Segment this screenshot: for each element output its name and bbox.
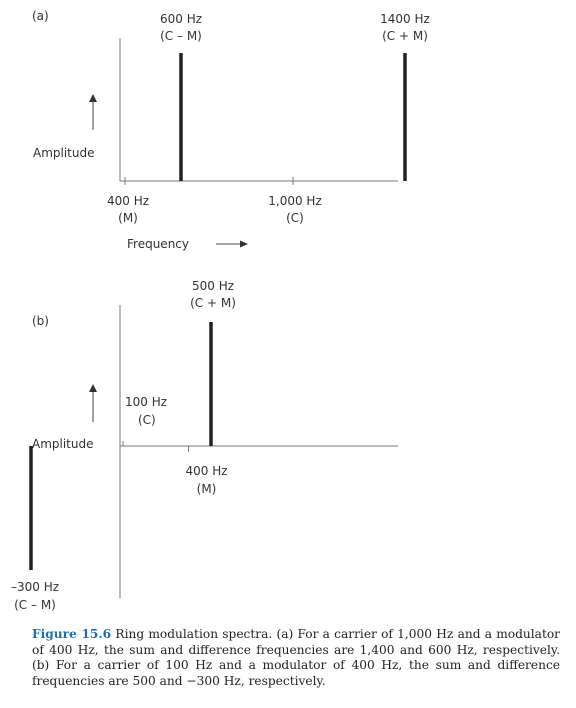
panel-b-tick-label: 100 Hz [125, 395, 167, 409]
panel-b-bar-sublabel: (C + M) [190, 296, 236, 310]
panel-a-bar-sublabel: (C + M) [382, 29, 428, 43]
panel-a-tick-sublabel: (C) [286, 211, 304, 225]
panel-b-y-arrow [89, 384, 97, 422]
panel-a-tick-label: 400 Hz [107, 194, 149, 208]
panel-a-x-label: Frequency [127, 237, 189, 251]
panel-b-bar-sublabel: (C – M) [14, 598, 56, 612]
panel-a-y-label: Amplitude [33, 146, 95, 160]
figure-caption: Figure 15.6 Ring modulation spectra. (a)… [32, 627, 560, 689]
panel-b-bar-label: 500 Hz [192, 279, 234, 293]
panel-a-x-arrow [216, 240, 248, 248]
panel-b-tick-label: 400 Hz [185, 464, 227, 478]
panel-a-tick-label: 1,000 Hz [268, 194, 322, 208]
caption-label: Figure 15.6 [32, 627, 112, 641]
panel-a-bar-label: 600 Hz [160, 12, 202, 26]
caption-text: Ring modulation spectra. (a) For a carri… [32, 627, 561, 688]
panel-a-label: (a) [32, 9, 49, 23]
panel-b-tick-sublabel: (C) [138, 413, 156, 427]
panel-a-bar-sublabel: (C – M) [160, 29, 202, 43]
panel-b-chart: (b) Amplitude 100 Hz (C) 400 Hz (M) 500 Hz (… [11, 279, 398, 612]
panel-a-chart: (a) Amplitude Frequency 400 Hz (M) 1,000 H… [32, 9, 430, 251]
panel-b-bar-label: –300 Hz [11, 580, 59, 594]
panel-a-bar-label: 1400 Hz [380, 12, 430, 26]
panel-a-y-arrow [89, 94, 97, 130]
panel-b-label: (b) [32, 314, 49, 328]
panel-a-tick-sublabel: (M) [118, 211, 138, 225]
ring-modulation-figure: (a) Amplitude Frequency 400 Hz (M) 1,000 H… [11, 9, 430, 612]
panel-b-y-label: Amplitude [32, 437, 94, 451]
panel-b-tick-sublabel: (M) [197, 482, 217, 496]
